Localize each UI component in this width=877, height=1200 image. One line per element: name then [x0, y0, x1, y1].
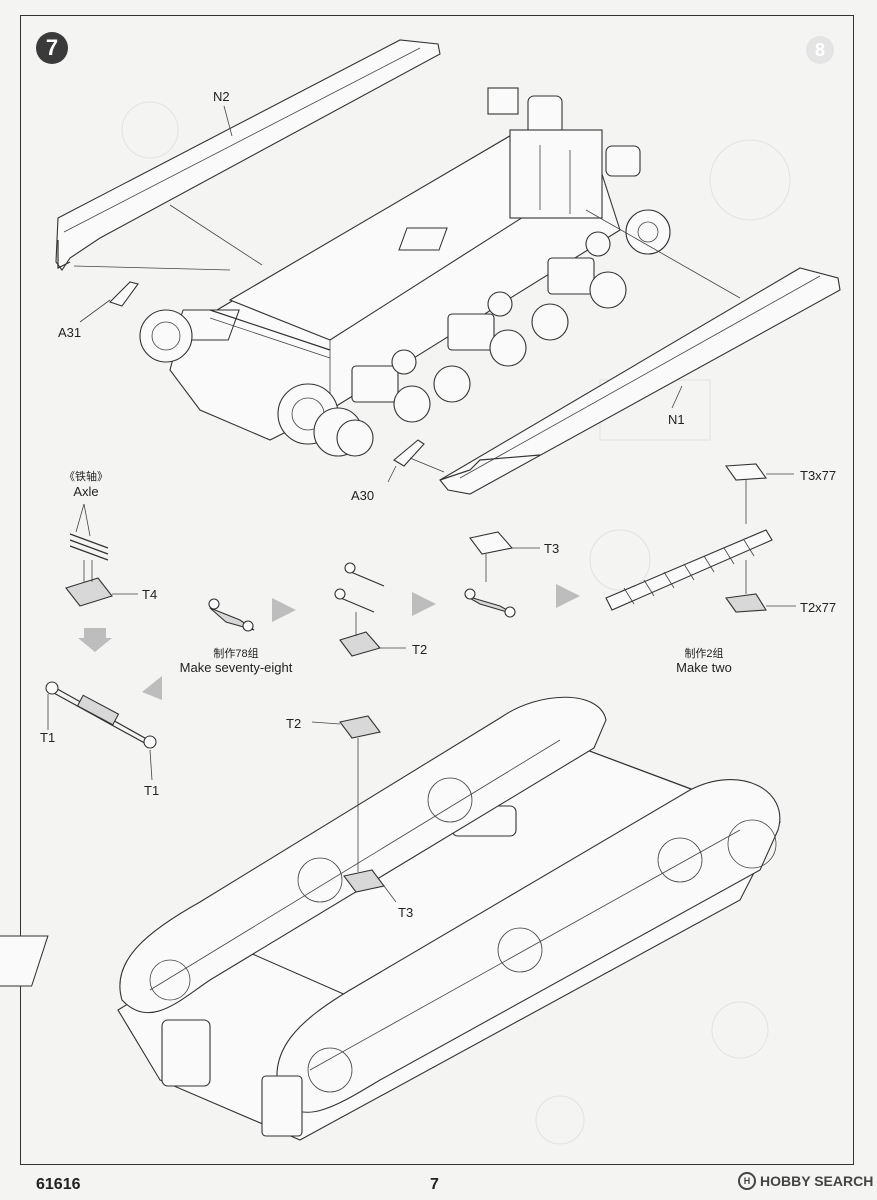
label-t3-lower: T3 — [398, 905, 414, 920]
label-axle-cn: 《铁轴》 — [64, 471, 108, 483]
track-link-subassembly — [45, 463, 796, 781]
label-t2x77: T2x77 — [800, 600, 837, 615]
flow-arrow-right-1 — [272, 598, 296, 622]
label-a31: A31 — [58, 325, 82, 340]
flow-arrow-right-3 — [556, 584, 580, 608]
guide-line-n1 — [585, 209, 741, 299]
guide-line-n2 — [169, 204, 263, 266]
rear-bracket — [261, 1075, 303, 1137]
hull-upper-assembly — [55, 39, 841, 495]
label-t3-top: T3 — [544, 541, 560, 556]
label-n2: N2 — [213, 89, 230, 104]
watermark-brand: H HOBBY SEARCH — [738, 1172, 873, 1190]
page-number: 7 — [430, 1176, 439, 1193]
fender-n1 — [439, 267, 841, 495]
part-a31 — [79, 281, 139, 323]
rear-plates — [487, 87, 641, 219]
label-t3x77: T3x77 — [800, 468, 837, 483]
brand-name: HOBBY SEARCH — [760, 1173, 874, 1189]
hull-lower-tracked — [0, 696, 781, 1141]
label-t2-lower: T2 — [286, 716, 302, 731]
label-make78-en: Make seventy-eight — [179, 660, 293, 675]
flow-arrow-down — [78, 628, 112, 652]
step-number-badge: 7 — [36, 32, 68, 64]
label-t2-mid: T2 — [412, 642, 428, 657]
label-t1-right: T1 — [144, 783, 160, 798]
part-t4 — [65, 560, 138, 607]
brand-logo-icon: H — [738, 1172, 756, 1190]
part-a30 — [387, 439, 445, 483]
exploded-link-t2 — [334, 562, 406, 657]
track-loop-right — [276, 779, 781, 1113]
label-t1-left: T1 — [40, 730, 56, 745]
label-a30: A30 — [351, 488, 375, 503]
fender-n2 — [55, 39, 441, 271]
track-run-segment — [605, 463, 796, 613]
guide-line-a31 — [73, 265, 231, 271]
label-axle-en: Axle — [73, 484, 99, 499]
bogie-2 — [433, 291, 527, 403]
idler-wheel — [625, 209, 671, 255]
track-pad-callout — [311, 715, 397, 903]
link-with-t3 — [464, 531, 540, 618]
page-frame — [20, 15, 854, 1165]
kit-number: 61616 — [36, 1176, 81, 1193]
flow-arrow-up-left — [142, 676, 162, 700]
rear-stowage-box — [161, 1019, 211, 1087]
label-make2-cn: 制作2组 — [684, 648, 724, 660]
axle-pins — [69, 503, 109, 561]
bogie-1 — [336, 349, 431, 457]
leader-n1 — [671, 385, 683, 409]
bogie-3 — [531, 231, 627, 341]
label-make78-cn: 制作78组 — [213, 648, 259, 660]
leader-n2 — [223, 105, 233, 137]
track-loop-left — [119, 696, 607, 1014]
flow-arrow-right-2 — [412, 592, 436, 616]
next-step-ghost-badge: 8 — [806, 36, 834, 64]
label-n1: N1 — [668, 412, 685, 427]
axle-with-t1-ends — [45, 681, 157, 781]
label-t4: T4 — [142, 587, 158, 602]
label-make2-en: Make two — [676, 660, 732, 675]
assembled-link-single — [208, 598, 255, 632]
